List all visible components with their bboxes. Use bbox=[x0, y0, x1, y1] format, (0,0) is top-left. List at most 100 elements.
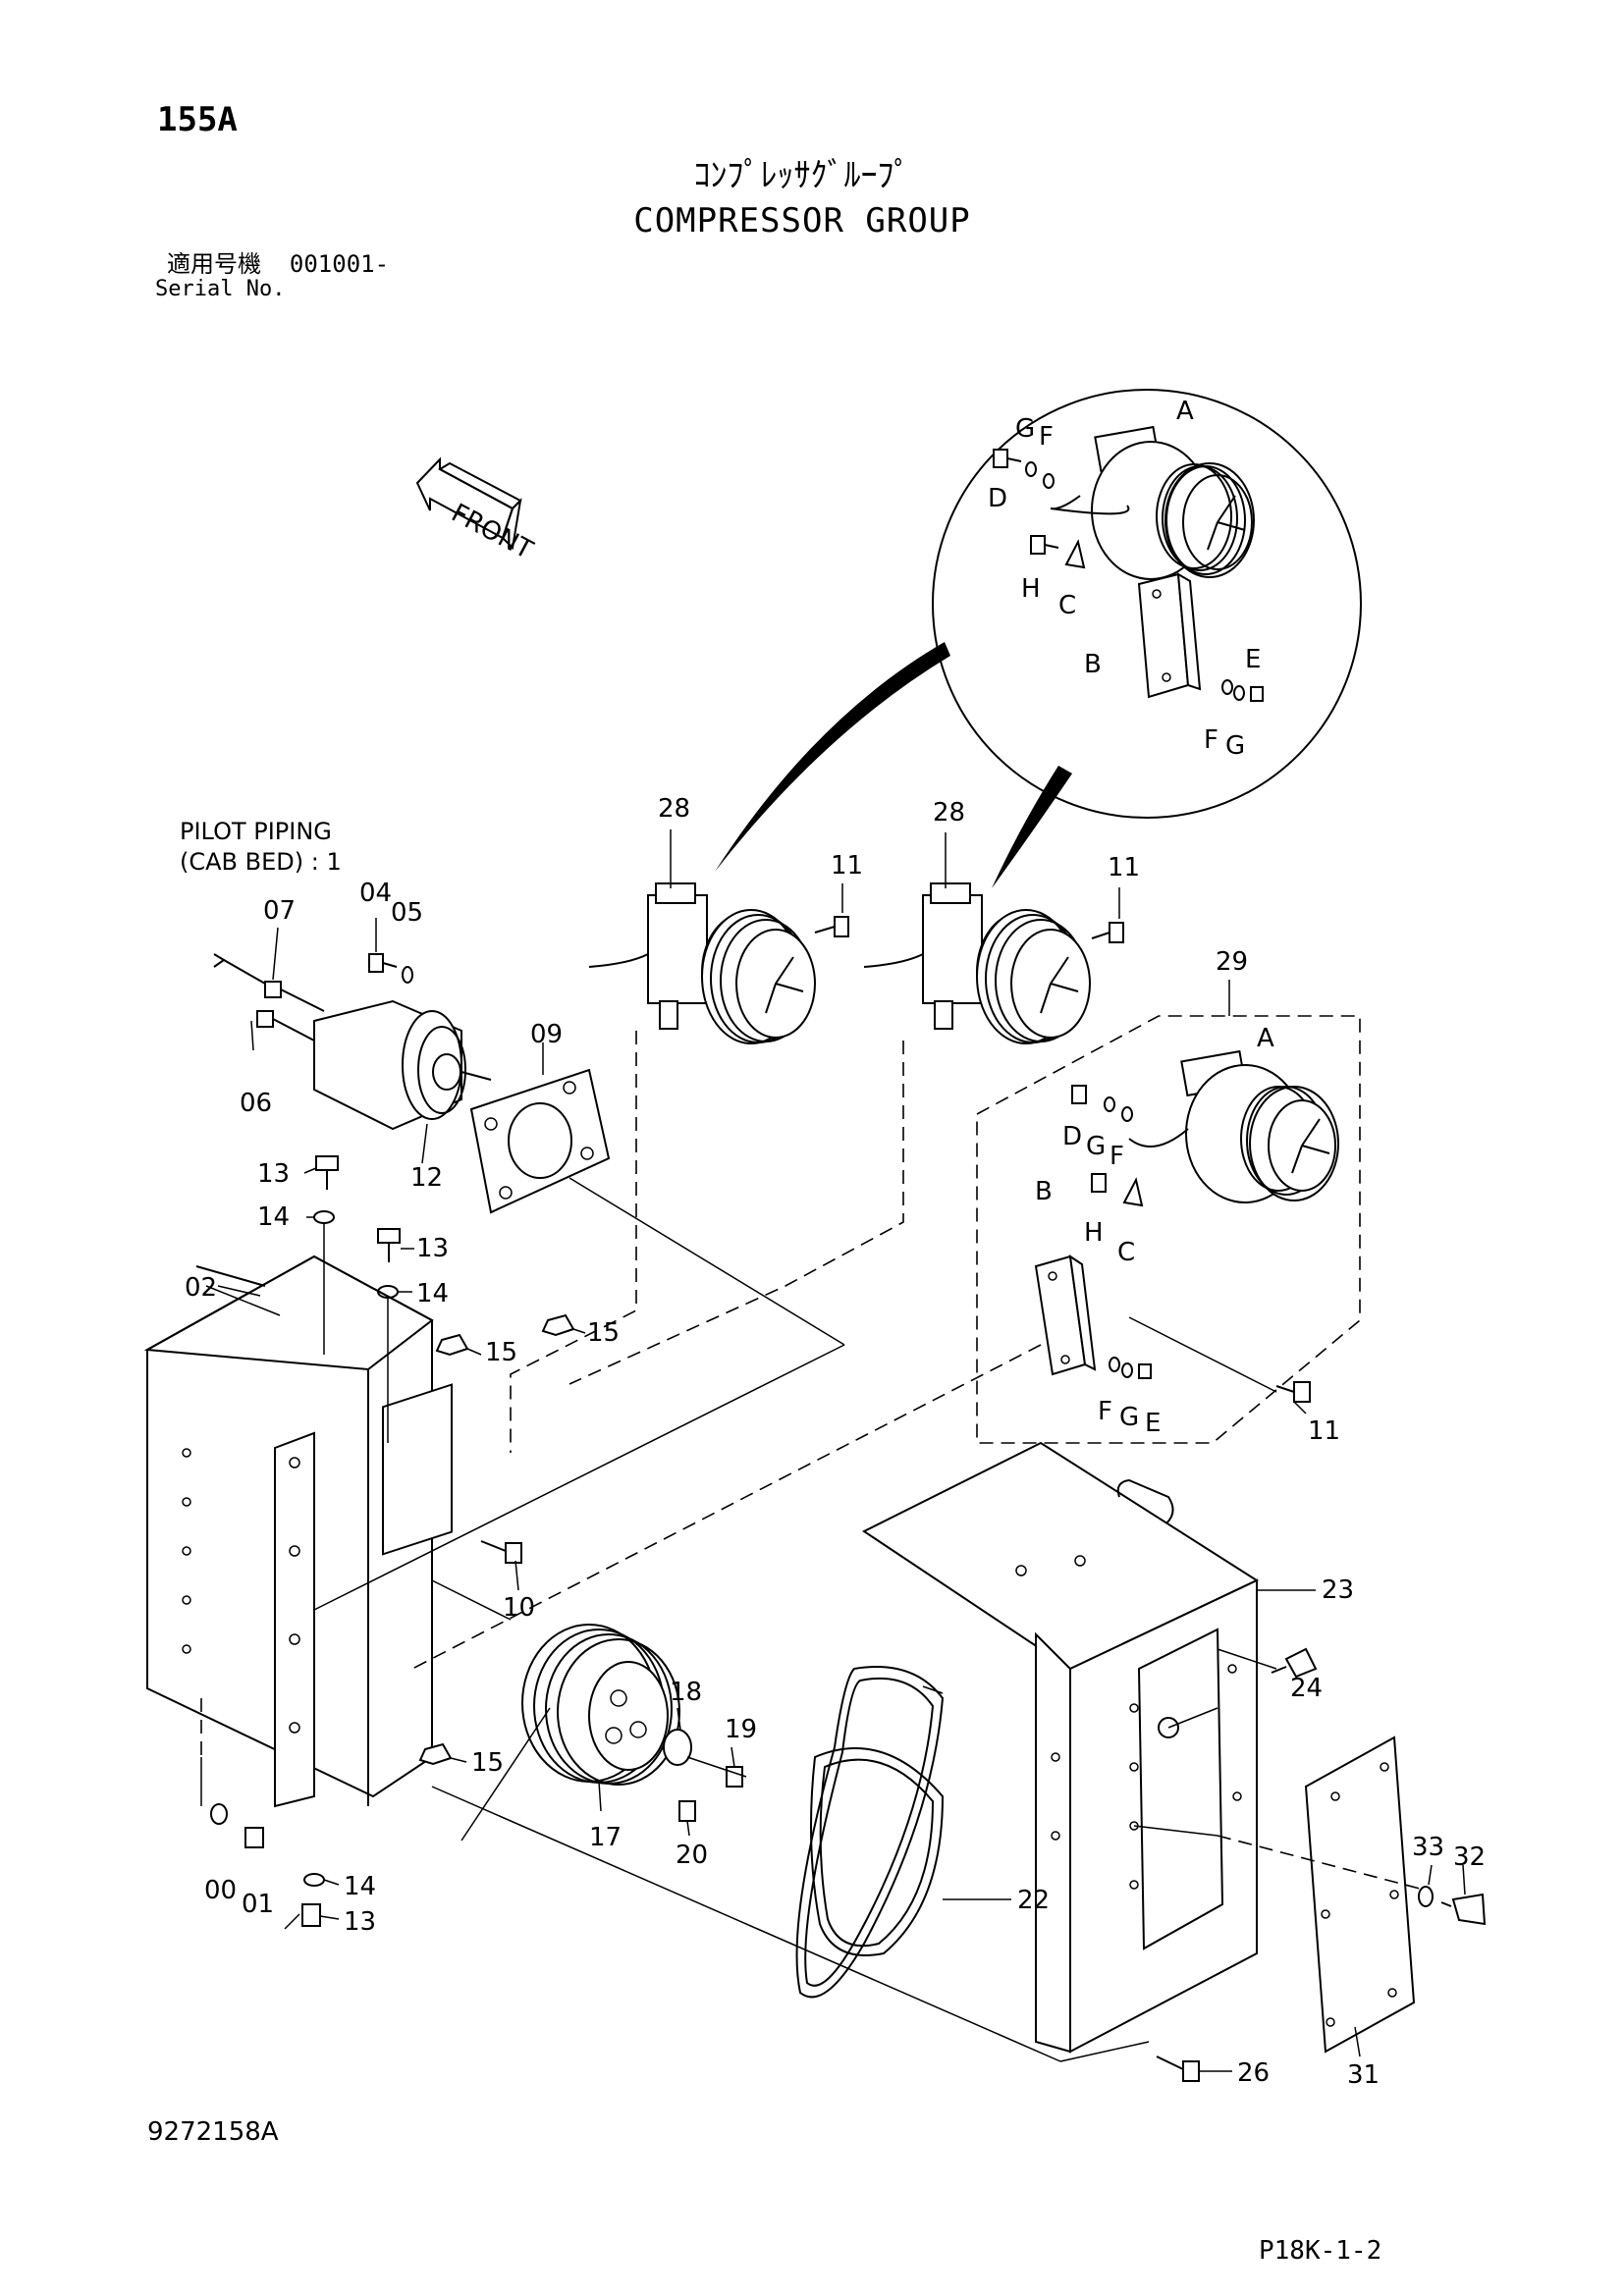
washer-14-top bbox=[313, 1210, 335, 1224]
bolt-10 bbox=[480, 1540, 522, 1564]
v-belt-22 bbox=[795, 1666, 945, 1999]
callout-11-lower: 11 bbox=[1308, 1416, 1340, 1446]
detail-circle-letter-f1: F bbox=[1039, 422, 1054, 452]
bolt-04 bbox=[368, 918, 398, 973]
detail-circle-letter-e: E bbox=[1245, 645, 1261, 674]
callout-01: 01 bbox=[242, 1890, 274, 1919]
document-id: 9272158A bbox=[147, 2117, 279, 2147]
pilot-pump-12 bbox=[256, 981, 492, 1164]
serial-label-jp-text: 適用号機 bbox=[167, 250, 261, 278]
washer-05 bbox=[402, 966, 413, 984]
compressor-28-left bbox=[588, 882, 816, 1044]
detail-circle-letter-a: A bbox=[1176, 397, 1194, 426]
detail-circle-letter-h: H bbox=[1021, 574, 1041, 604]
callout-33: 33 bbox=[1412, 1833, 1444, 1862]
box-letter-e: E bbox=[1145, 1409, 1161, 1438]
detail-bracket bbox=[1137, 572, 1202, 699]
cover-plate-31 bbox=[1304, 1735, 1416, 2054]
box-letter-g1: G bbox=[1086, 1132, 1106, 1161]
box-compressor bbox=[1128, 1049, 1339, 1203]
pilot-arrow-line bbox=[223, 959, 266, 985]
callout-13-mid: 13 bbox=[416, 1234, 449, 1263]
box-bracket bbox=[1034, 1254, 1097, 1376]
callout-23: 23 bbox=[1322, 1575, 1354, 1605]
bolt-11-upper-right bbox=[1091, 887, 1124, 943]
bolt-01 bbox=[244, 1827, 264, 1848]
front-label: FRONT bbox=[447, 499, 538, 565]
callout-09: 09 bbox=[530, 1020, 563, 1049]
callout-13-top: 13 bbox=[257, 1159, 290, 1189]
callout-02: 02 bbox=[185, 1273, 217, 1303]
title-japanese: ｺﾝﾌﾟﾚｯｻｸﾞﾙｰﾌﾟ bbox=[693, 156, 911, 195]
detail-circle-letter-c: C bbox=[1058, 591, 1076, 620]
detail-compressor bbox=[1050, 425, 1255, 580]
page-number: 155A bbox=[157, 100, 238, 139]
bolt-20 bbox=[678, 1800, 696, 1822]
title-english: COMPRESSOR GROUP bbox=[633, 201, 971, 240]
callout-15-b: 15 bbox=[587, 1318, 620, 1348]
bolt-11-lower bbox=[1275, 1381, 1311, 1403]
callout-14-bottom: 14 bbox=[344, 1872, 376, 1901]
callout-28-right: 28 bbox=[933, 798, 965, 828]
bolt-24 bbox=[1271, 1647, 1318, 1679]
pilot-arrow bbox=[213, 953, 226, 968]
detail-circle: A G F D H C B E F G bbox=[715, 389, 1362, 888]
callout-05: 05 bbox=[391, 898, 423, 928]
bolt-13-bottom bbox=[301, 1903, 321, 1927]
box-letter-b: B bbox=[1035, 1177, 1053, 1206]
callouts: 28 28 11 11 29 07 04 05 06 09 12 13 14 1… bbox=[185, 794, 1486, 2090]
serial-value: 001001- bbox=[289, 250, 390, 278]
detail-circle-letter-g2: G bbox=[1225, 731, 1245, 761]
assembly-box-29: A D G F H C B F G E bbox=[976, 980, 1361, 1444]
callout-15-a: 15 bbox=[485, 1338, 517, 1367]
main-frame-02 bbox=[143, 1255, 453, 1808]
callout-13-bottom: 13 bbox=[344, 1907, 376, 1937]
callout-18: 18 bbox=[670, 1678, 702, 1707]
detail-circle-letter-g1: G bbox=[1015, 414, 1035, 444]
serial-label-english: Serial No. bbox=[155, 277, 286, 301]
washer-14-bottom bbox=[303, 1873, 325, 1887]
bolt-26 bbox=[1156, 2056, 1200, 2082]
box-letter-c: C bbox=[1117, 1238, 1135, 1267]
callout-20: 20 bbox=[676, 1841, 708, 1870]
box-letter-a: A bbox=[1257, 1024, 1274, 1053]
box-letter-f2: F bbox=[1098, 1397, 1112, 1426]
callout-22: 22 bbox=[1017, 1886, 1050, 1915]
detail-hardware bbox=[993, 449, 1264, 702]
compressor-28-right bbox=[863, 882, 1091, 1044]
callout-11-upper-left: 11 bbox=[831, 851, 863, 881]
bolt-19 bbox=[726, 1766, 743, 1788]
detail-circle-letter-f2: F bbox=[1204, 725, 1218, 755]
box-letter-g2: G bbox=[1119, 1403, 1139, 1432]
pilot-piping-note-line1: PILOT PIPING bbox=[180, 818, 332, 845]
box-letter-d: D bbox=[1062, 1122, 1082, 1151]
callout-32: 32 bbox=[1453, 1842, 1486, 1872]
callout-14-top: 14 bbox=[257, 1202, 290, 1232]
washer-00 bbox=[210, 1803, 228, 1825]
bolt-11-upper-left bbox=[814, 883, 849, 937]
bolt-13-top bbox=[315, 1155, 339, 1190]
detail-circle-letter-d: D bbox=[988, 484, 1007, 513]
box-letter-f1: F bbox=[1110, 1142, 1124, 1171]
callout-10: 10 bbox=[503, 1593, 535, 1623]
callout-14-mid: 14 bbox=[416, 1279, 449, 1308]
callout-19: 19 bbox=[725, 1715, 757, 1744]
nut-15-a bbox=[435, 1333, 469, 1357]
bolt-13-mid bbox=[377, 1228, 401, 1262]
callout-12: 12 bbox=[410, 1163, 443, 1193]
pulley-17 bbox=[521, 1624, 680, 1786]
guide-lines bbox=[200, 1031, 1425, 2062]
detail-circle-letter-b: B bbox=[1084, 650, 1102, 679]
bracket-box-23 bbox=[862, 1441, 1260, 2054]
nut-15-c bbox=[418, 1742, 453, 1766]
callout-29: 29 bbox=[1216, 947, 1248, 977]
callout-00: 00 bbox=[204, 1876, 237, 1905]
callout-06: 06 bbox=[240, 1089, 272, 1118]
callout-26: 26 bbox=[1237, 2058, 1270, 2088]
callout-15-c: 15 bbox=[471, 1748, 504, 1778]
callout-04: 04 bbox=[359, 879, 392, 908]
figure-id: P18K-1-2 bbox=[1259, 2236, 1382, 2266]
callout-31: 31 bbox=[1347, 2060, 1380, 2090]
washer-33 bbox=[1418, 1886, 1434, 1907]
